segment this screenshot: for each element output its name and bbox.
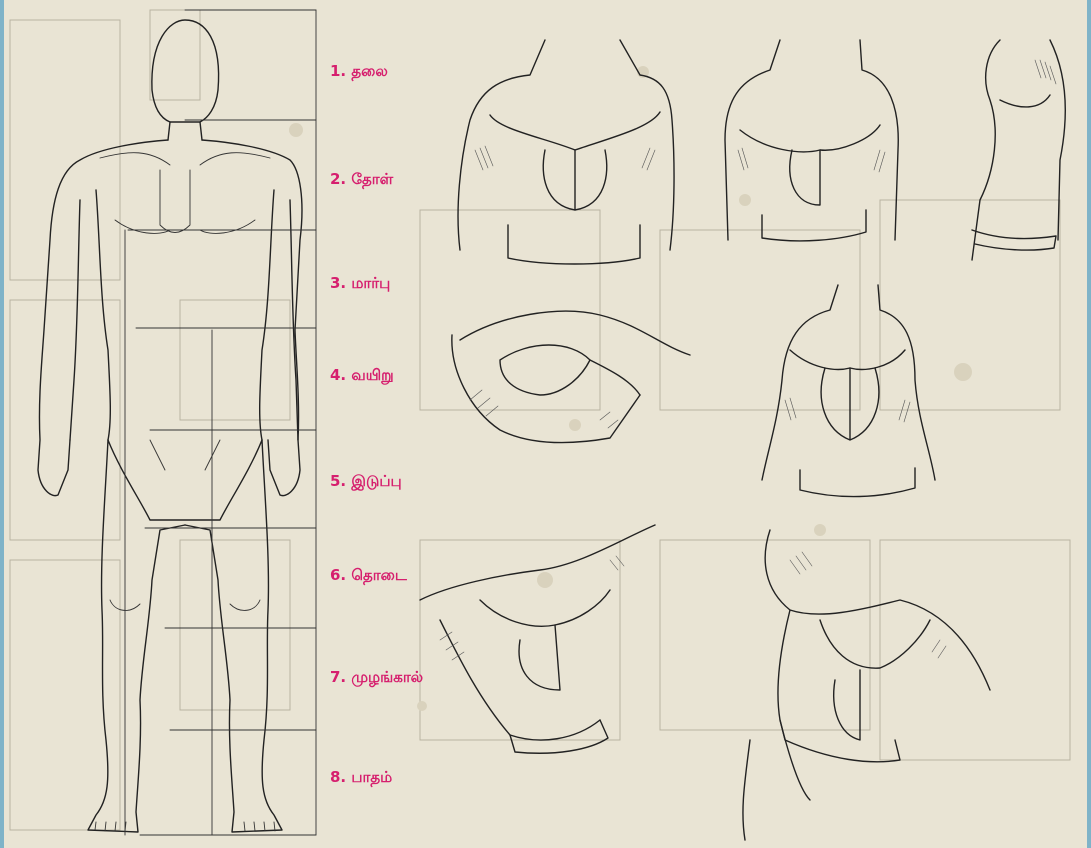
label-foot: 8. பாதம் <box>330 768 392 788</box>
label-thigh: 6. தொடை <box>330 566 407 586</box>
label-stomach: 4. வயிறு <box>330 366 394 386</box>
label-shoulder: 2. தோள் <box>330 170 393 190</box>
right-border <box>1087 0 1091 848</box>
left-border <box>0 0 4 848</box>
label-chest: 3. மார்பு <box>330 274 390 294</box>
label-knee: 7. முழங்கால் <box>330 668 423 688</box>
label-head: 1. தலை <box>330 62 388 82</box>
label-waist: 5. இடுப்பு <box>330 472 402 492</box>
